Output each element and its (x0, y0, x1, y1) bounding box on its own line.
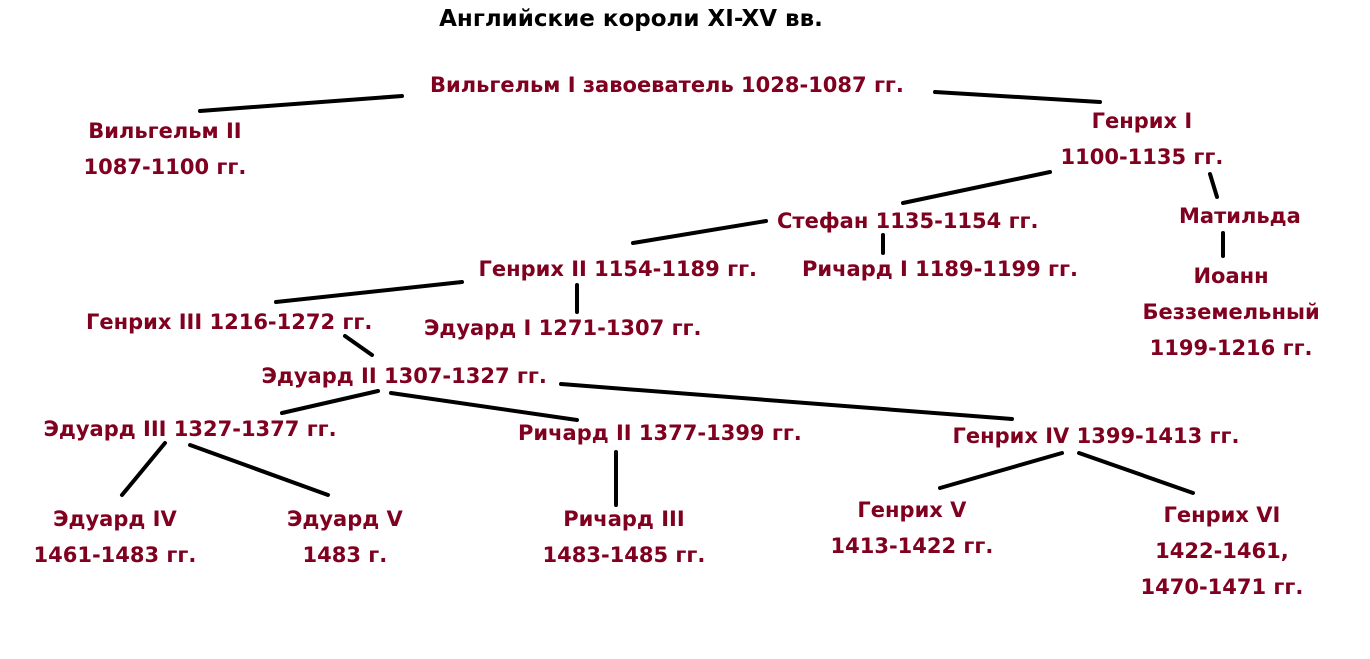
king-label-line: 1461-1483 гг. (33, 543, 197, 567)
king-label-line: Генрих IV 1399-1413 гг. (952, 424, 1240, 448)
king-label-line: 1422-1461, (1155, 539, 1289, 563)
link-william1-henry1 (933, 90, 1102, 104)
king-label-line: Ричард III (563, 507, 685, 531)
king-label-line: 1199-1216 гг. (1149, 336, 1313, 360)
king-label-line: 1483 г. (302, 543, 388, 567)
link-henry4-henry6 (1077, 451, 1195, 495)
king-label-line: 1413-1422 гг. (830, 534, 994, 558)
king-label-line: Ричард II 1377-1399 гг. (518, 421, 802, 445)
king-william-1: Вильгельм I завоеватель 1028-1087 гг. (430, 67, 904, 103)
king-henry-3: Генрих III 1216-1272 гг. (86, 304, 372, 340)
king-richard-3: Ричард III 1483-1485 гг. (543, 501, 706, 573)
king-label-line: Стефан 1135-1154 гг. (777, 209, 1039, 233)
link-henry3-edward2 (343, 334, 374, 357)
king-edward-3: Эдуард III 1327-1377 гг. (44, 411, 337, 447)
link-william1-william2 (198, 94, 404, 113)
king-label-line: Генрих I (1091, 109, 1193, 133)
king-henry-1: Генрих I 1100-1135 гг. (1061, 103, 1224, 175)
king-label-line: Генрих V (857, 498, 967, 522)
king-label-line: Иоанн (1193, 264, 1269, 288)
king-edward-1: Эдуард I 1271-1307 гг. (424, 310, 702, 346)
king-label-line: Эдуард III 1327-1377 гг. (43, 417, 337, 441)
link-henry4-henry5 (938, 451, 1064, 490)
king-edward-4: Эдуард IV 1461-1483 гг. (34, 501, 197, 573)
king-label-line: Эдуард I 1271-1307 гг. (424, 316, 702, 340)
king-label-line: Эдуард II 1307-1327 гг. (261, 364, 547, 388)
king-richard-1: Ричард I 1189-1199 гг. (802, 251, 1078, 287)
king-label-line: Матильда (1179, 204, 1301, 228)
king-edward-2: Эдуард II 1307-1327 гг. (262, 358, 547, 394)
king-richard-2: Ричард II 1377-1399 гг. (518, 415, 802, 451)
diagram-title: Английские короли XI-XV вв. (439, 6, 823, 32)
king-label-line: Вильгельм II (88, 119, 242, 143)
link-henry1-matilda (1208, 172, 1219, 199)
king-label-line: Генрих II 1154-1189 гг. (478, 257, 758, 281)
king-henry-6: Генрих VI 1422-1461, 1470-1471 гг. (1141, 497, 1304, 605)
king-henry-5: Генрих V 1413-1422 гг. (831, 492, 994, 564)
link-edward2-edward3 (280, 389, 380, 415)
king-henry-4: Генрих IV 1399-1413 гг. (953, 418, 1240, 454)
king-label-line: Генрих VI (1163, 503, 1281, 527)
king-label-line: Генрих III 1216-1272 гг. (86, 310, 373, 334)
king-stephen: Стефан 1135-1154 гг. (777, 203, 1039, 239)
king-label-line: Вильгельм I завоеватель 1028-1087 гг. (430, 73, 904, 97)
link-henry1-stephen (901, 170, 1052, 205)
king-edward-5: Эдуард V 1483 г. (287, 501, 403, 573)
link-edward3-edward5 (188, 443, 330, 497)
king-label-line: Ричард I 1189-1199 гг. (802, 257, 1078, 281)
king-label-line: 1483-1485 гг. (542, 543, 706, 567)
king-label-line: Безземельный (1142, 300, 1320, 324)
king-label-line: 1470-1471 гг. (1140, 575, 1304, 599)
king-label-line: 1100-1135 гг. (1060, 145, 1224, 169)
link-edward2-henry4 (559, 382, 1014, 421)
king-label-line: Эдуард V (287, 507, 403, 531)
link-edward2-richard2 (389, 391, 579, 422)
link-stephen-henry2 (631, 219, 768, 245)
king-william-2: Вильгельм II 1087-1100 гг. (84, 113, 247, 185)
king-matilda: Матильда (1179, 198, 1301, 234)
king-henry-2: Генрих II 1154-1189 гг. (479, 251, 758, 287)
king-label-line: Эдуард IV (53, 507, 177, 531)
link-henry2-henry3 (274, 280, 464, 304)
king-label-line: 1087-1100 гг. (83, 155, 247, 179)
link-edward3-edward4 (120, 441, 167, 497)
